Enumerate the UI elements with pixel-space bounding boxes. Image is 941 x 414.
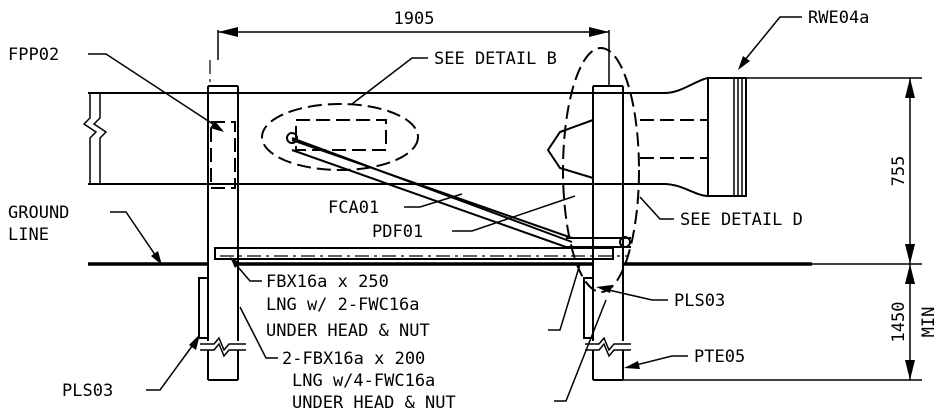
rail-beam [82,92,664,185]
dimension-right: 755 1450 MIN [623,77,939,381]
label-rwe04a: RWE04a [808,8,869,28]
label-fpp02: FPP02 [8,45,59,65]
label-pdf01: PDF01 [372,222,423,242]
dimension-1905: 1905 [394,9,435,29]
dimension-1450: 1450 [889,302,909,343]
label-under-head-nut-1: UNDER HEAD & NUT [266,321,430,341]
right-post [546,85,631,381]
label-pls03-right: PLS03 [674,291,725,311]
left-post [198,60,246,381]
dimension-755: 755 [889,156,909,187]
detail-d-region [562,47,640,293]
leader-lines [88,16,802,402]
label-under-head-nut-2: UNDER HEAD & NUT [292,393,456,413]
label-ground: GROUND [8,203,69,223]
terminal-end [640,77,747,197]
label-see-detail-d: SEE DETAIL D [680,210,803,230]
label-see-detail-b: SEE DETAIL B [434,49,557,69]
label-lng-4-fwc16a: LNG w/4-FWC16a [292,371,435,391]
label-pls03-left: PLS03 [62,381,113,401]
detail-b-region [261,103,573,243]
dimension-min: MIN [919,307,939,338]
dimension-top: 1905 [217,9,610,86]
label-2-fbx16a-200: 2-FBX16a x 200 [282,349,425,369]
label-pte05: PTE05 [694,347,745,367]
label-line: LINE [8,225,49,245]
callout-labels: RWE04a FPP02 SEE DETAIL B GROUND LINE FC… [8,8,869,413]
label-fbx16a-250: FBX16a x 250 [266,272,389,292]
label-fca01: FCA01 [328,198,379,218]
label-lng-2-fwc16a: LNG w/ 2-FWC16a [266,295,420,315]
